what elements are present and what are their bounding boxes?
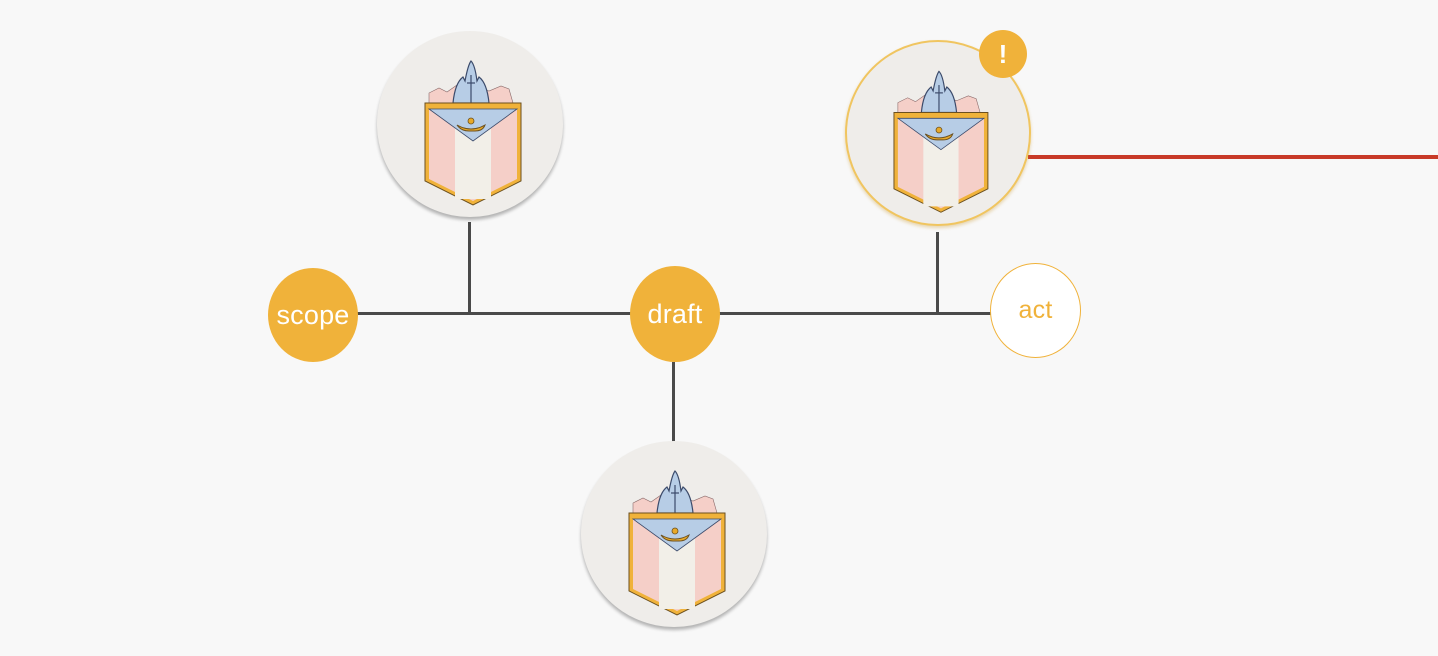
connector-badge-3: [672, 362, 675, 442]
badge-node-3[interactable]: [581, 441, 767, 627]
connector-scope-draft: [312, 312, 674, 315]
crest-shield-icon: [628, 470, 726, 616]
badge-node-2[interactable]: [845, 40, 1031, 226]
alert-indicator[interactable]: !: [979, 30, 1027, 78]
stage-draft[interactable]: draft: [630, 266, 720, 362]
stage-scope[interactable]: scope: [268, 268, 358, 362]
connector-draft-act: [674, 312, 992, 315]
connector-badge-1: [468, 222, 471, 314]
stage-act[interactable]: act: [990, 263, 1081, 358]
crest-shield-icon: [424, 60, 522, 206]
connector-badge-2: [936, 232, 939, 314]
crest-shield-icon: [893, 70, 989, 213]
alert-connector: [1028, 155, 1438, 159]
badge-node-1[interactable]: [377, 31, 563, 217]
